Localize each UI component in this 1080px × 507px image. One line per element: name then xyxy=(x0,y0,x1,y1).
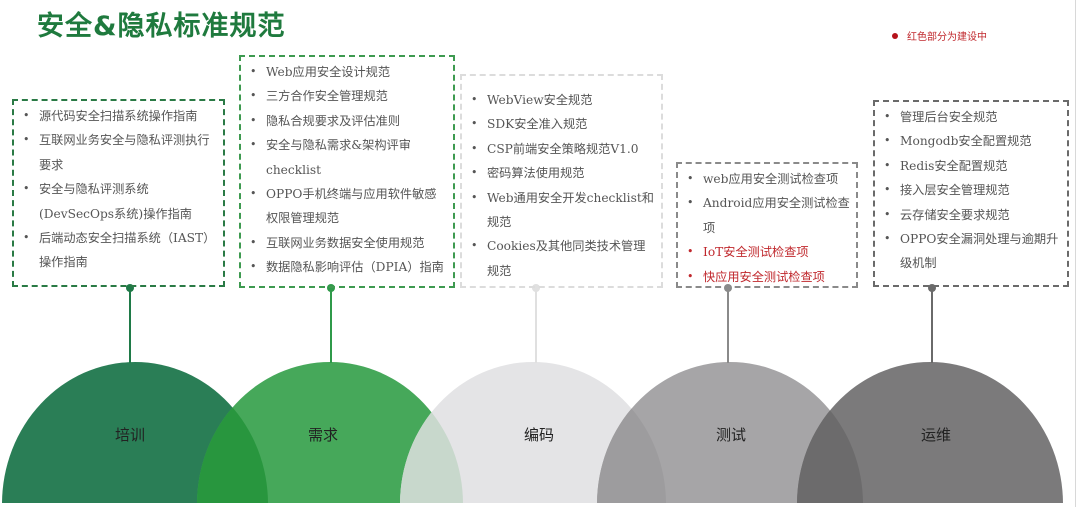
standard-item[interactable]: 隐私合规要求及评估准则 xyxy=(247,109,447,134)
standard-item[interactable]: Mongodb安全配置规范 xyxy=(881,129,1061,154)
standard-item[interactable]: 互联网业务安全与隐私评测执行要求 xyxy=(20,128,217,177)
connector-testing xyxy=(724,284,732,363)
connector-knob xyxy=(126,284,134,292)
standard-item[interactable]: 后端动态安全扫描系统（IAST）操作指南 xyxy=(20,226,217,275)
standard-item-in-progress[interactable]: 快应用安全测试检查项 xyxy=(684,265,850,290)
standard-item[interactable]: 互联网业务数据安全使用规范 xyxy=(247,231,447,256)
standards-box-testing: web应用安全测试检查项 Android应用安全测试检查项 IoT安全测试检查项… xyxy=(676,162,858,290)
standard-item[interactable]: 云存储安全要求规范 xyxy=(881,203,1061,228)
connector-coding xyxy=(532,284,540,363)
standard-item[interactable]: 三方合作安全管理规范 xyxy=(247,84,447,109)
stage-label-coding: 编码 xyxy=(523,426,554,444)
connector-knob xyxy=(928,284,936,292)
standards-box-training: 源代码安全扫描系统操作指南 互联网业务安全与隐私评测执行要求 安全与隐私评测系统… xyxy=(12,99,225,287)
standard-item[interactable]: 数据隐私影响评估（DPIA）指南 xyxy=(247,255,447,280)
standard-item[interactable]: OPPO手机终端与应用软件敏感权限管理规范 xyxy=(247,182,447,231)
standard-item[interactable]: 接入层安全管理规范 xyxy=(881,178,1061,203)
standard-item[interactable]: Redis安全配置规范 xyxy=(881,154,1061,179)
slide-right-edge xyxy=(1075,0,1076,507)
standard-item[interactable]: 安全与隐私评测系统(DevSecOps系统)操作指南 xyxy=(20,177,217,226)
stage-label-operations: 运维 xyxy=(920,426,951,444)
standard-item[interactable]: WebView安全规范 xyxy=(468,88,655,113)
standard-item[interactable]: Web应用安全设计规范 xyxy=(247,60,447,85)
red-dot-icon xyxy=(892,32,898,39)
connector-requirements xyxy=(327,284,335,363)
standard-item[interactable]: 安全与隐私需求&架构评审checklist xyxy=(247,133,447,182)
standards-box-operations: 管理后台安全规范 Mongodb安全配置规范 Redis安全配置规范 接入层安全… xyxy=(873,100,1069,287)
legend-text: 红色部分为建设中 xyxy=(907,32,987,43)
standard-item[interactable]: 密码算法使用规范 xyxy=(468,161,655,186)
stage-label-requirements: 需求 xyxy=(307,426,338,444)
standards-box-coding: WebView安全规范 SDK安全准入规范 CSP前端安全策略规范V1.0 密码… xyxy=(460,74,663,288)
standard-item[interactable]: 管理后台安全规范 xyxy=(881,105,1061,130)
standard-item[interactable]: Cookies及其他同类技术管理规范 xyxy=(468,234,655,283)
connector-operations xyxy=(928,284,936,363)
standard-item[interactable]: Android应用安全测试检查项 xyxy=(684,191,850,240)
standard-item-in-progress[interactable]: IoT安全测试检查项 xyxy=(684,240,850,265)
standard-item[interactable]: web应用安全测试检查项 xyxy=(684,167,850,192)
connector-knob xyxy=(532,284,540,292)
connector-training xyxy=(126,284,134,363)
stage-label-testing: 测试 xyxy=(715,426,746,444)
standard-item[interactable]: SDK安全准入规范 xyxy=(468,112,655,137)
standard-item[interactable]: Web通用安全开发checklist和规范 xyxy=(468,186,655,235)
page-title: 安全&隐私标准规范 xyxy=(37,11,286,42)
standard-item[interactable]: OPPO安全漏洞处理与逾期升级机制 xyxy=(881,227,1061,276)
standard-item[interactable]: 源代码安全扫描系统操作指南 xyxy=(20,104,217,129)
stage-label-training: 培训 xyxy=(114,426,145,444)
standards-box-requirements: Web应用安全设计规范 三方合作安全管理规范 隐私合规要求及评估准则 安全与隐私… xyxy=(239,55,455,288)
standard-item[interactable]: CSP前端安全策略规范V1.0 xyxy=(468,137,655,162)
legend: 红色部分为建设中 xyxy=(892,28,987,43)
connector-knob xyxy=(327,284,335,292)
